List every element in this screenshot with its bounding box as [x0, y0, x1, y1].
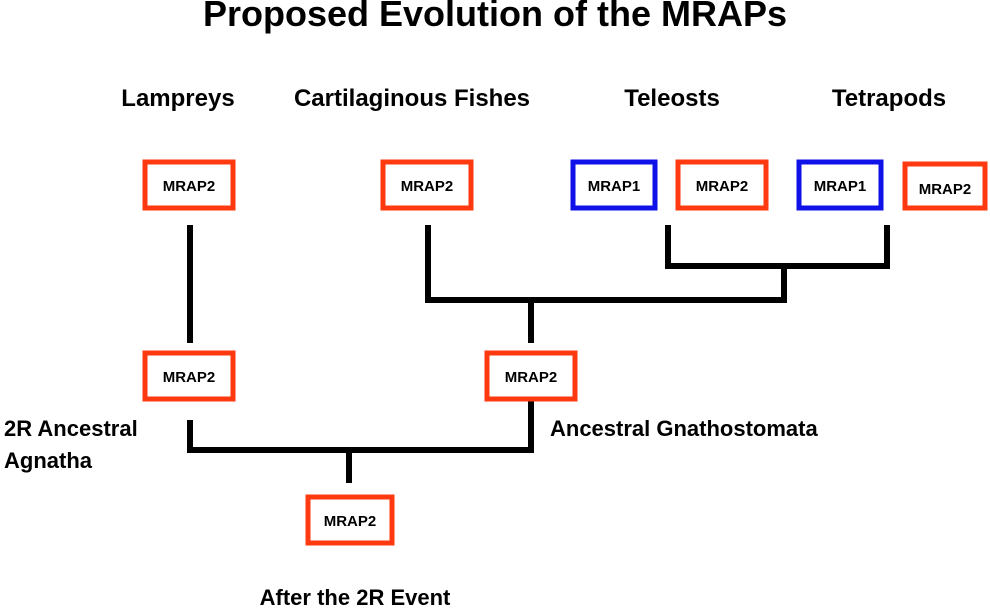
node-label: MRAP2 [163, 178, 216, 195]
node-root-mrap2: MRAP2 [305, 494, 395, 546]
node-tetrapod-mrap2: MRAP2 [902, 161, 988, 211]
node-label: MRAP2 [324, 513, 377, 530]
annotation-2r-ancestral: 2R Ancestral [4, 416, 138, 441]
annotation-agnatha: Agnatha [4, 448, 93, 473]
node-label: MRAP2 [696, 178, 749, 195]
diagram-title: Proposed Evolution of the MRAPs [203, 0, 787, 34]
node-teleost-mrap2: MRAP2 [675, 159, 769, 211]
node-lamprey-mrap2: MRAP2 [142, 159, 236, 211]
group-label-tetrapods: Tetrapods [832, 85, 946, 112]
node-label: MRAP1 [588, 178, 641, 195]
annotation-after-2r-event: After the 2R Event [260, 585, 451, 609]
group-label-cartilaginous-fishes: Cartilaginous Fishes [294, 85, 530, 112]
node-gnathostomata-mrap2: MRAP2 [484, 350, 578, 402]
tree-connectors [187, 225, 890, 483]
annotation-ancestral-gnathostomata: Ancestral Gnathostomata [550, 416, 818, 441]
node-tetrapod-mrap1: MRAP1 [796, 159, 884, 211]
node-label: MRAP2 [919, 181, 972, 198]
group-label-teleosts: Teleosts [624, 85, 720, 112]
group-label-lampreys: Lampreys [121, 85, 234, 112]
node-label: MRAP1 [814, 178, 867, 195]
node-agnatha-mrap2: MRAP2 [142, 350, 236, 402]
node-label: MRAP2 [401, 178, 454, 195]
node-label: MRAP2 [163, 369, 216, 386]
node-cartilaginous-mrap2: MRAP2 [380, 159, 474, 211]
node-label: MRAP2 [505, 369, 558, 386]
node-teleost-mrap1: MRAP1 [570, 159, 658, 211]
